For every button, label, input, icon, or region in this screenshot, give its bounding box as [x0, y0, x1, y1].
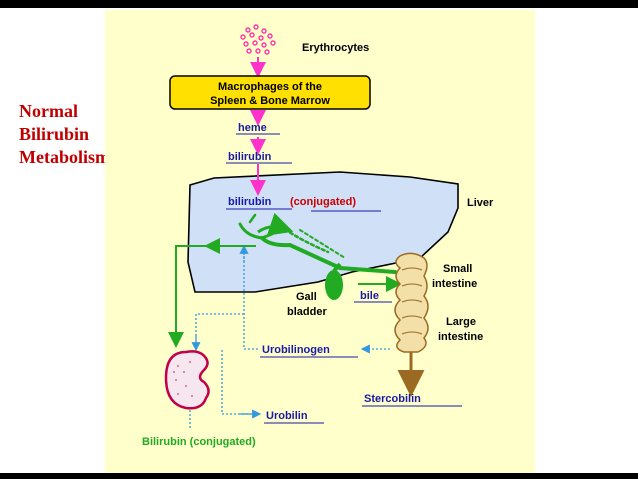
- urobilinogen-label: Urobilinogen: [262, 344, 330, 356]
- macrophages-label-line-1: Macrophages of the: [218, 81, 322, 93]
- arrow-bilirubin-to-bile-duct: [257, 212, 294, 236]
- bilirubin-conjugated-urine-label: Bilirubin (conjugated): [142, 436, 256, 448]
- bottom-border-bar: [0, 473, 638, 479]
- slide-title-line-1: Normal: [19, 101, 78, 121]
- large-intestine-label-line-2: intestine: [438, 331, 483, 343]
- enterohepatic-dotted-paths: [195, 254, 258, 415]
- slide-title-line-2: Bilirubin: [19, 124, 90, 144]
- heme-label: heme: [238, 122, 267, 134]
- bile-label: bile: [360, 290, 379, 302]
- conjugated-label: (conjugated): [290, 196, 356, 208]
- intestine-shape: [394, 252, 429, 353]
- kidney-icon: [164, 350, 210, 410]
- slide-title: Normal Bilirubin Metabolism: [19, 100, 159, 169]
- gall-bladder-label-line-1: Gall: [296, 291, 317, 303]
- arrow-liver-to-kidney: [168, 245, 256, 348]
- large-intestine-label-line-1: Large: [446, 316, 476, 328]
- erythrocytes-icon: [240, 24, 276, 55]
- macrophages-label-line-2: Spleen & Bone Marrow: [210, 95, 330, 107]
- liver-shape: [187, 171, 459, 293]
- bilirubin-liver-label: bilirubin: [228, 196, 272, 208]
- liver-label: Liver: [467, 197, 494, 209]
- kidney-texture: [173, 361, 193, 397]
- stercobilin-label: Stercobilin: [364, 393, 421, 405]
- bilirubin-free-label: bilirubin: [228, 151, 272, 163]
- macrophages-box: [169, 75, 371, 110]
- erythrocytes-label: Erythrocytes: [302, 42, 369, 54]
- small-intestine-label-line-1: Small: [443, 263, 472, 275]
- small-intestine-label-line-2: intestine: [432, 278, 477, 290]
- cystic-duct: [332, 262, 342, 273]
- slide-title-line-3: Metabolism: [19, 147, 110, 167]
- bile-duct-network: [238, 213, 397, 274]
- urobilin-label: Urobilin: [266, 410, 308, 422]
- gall-bladder-shape: [325, 270, 343, 300]
- top-border-bar: [0, 0, 638, 8]
- gall-bladder-label-line-2: bladder: [287, 306, 327, 318]
